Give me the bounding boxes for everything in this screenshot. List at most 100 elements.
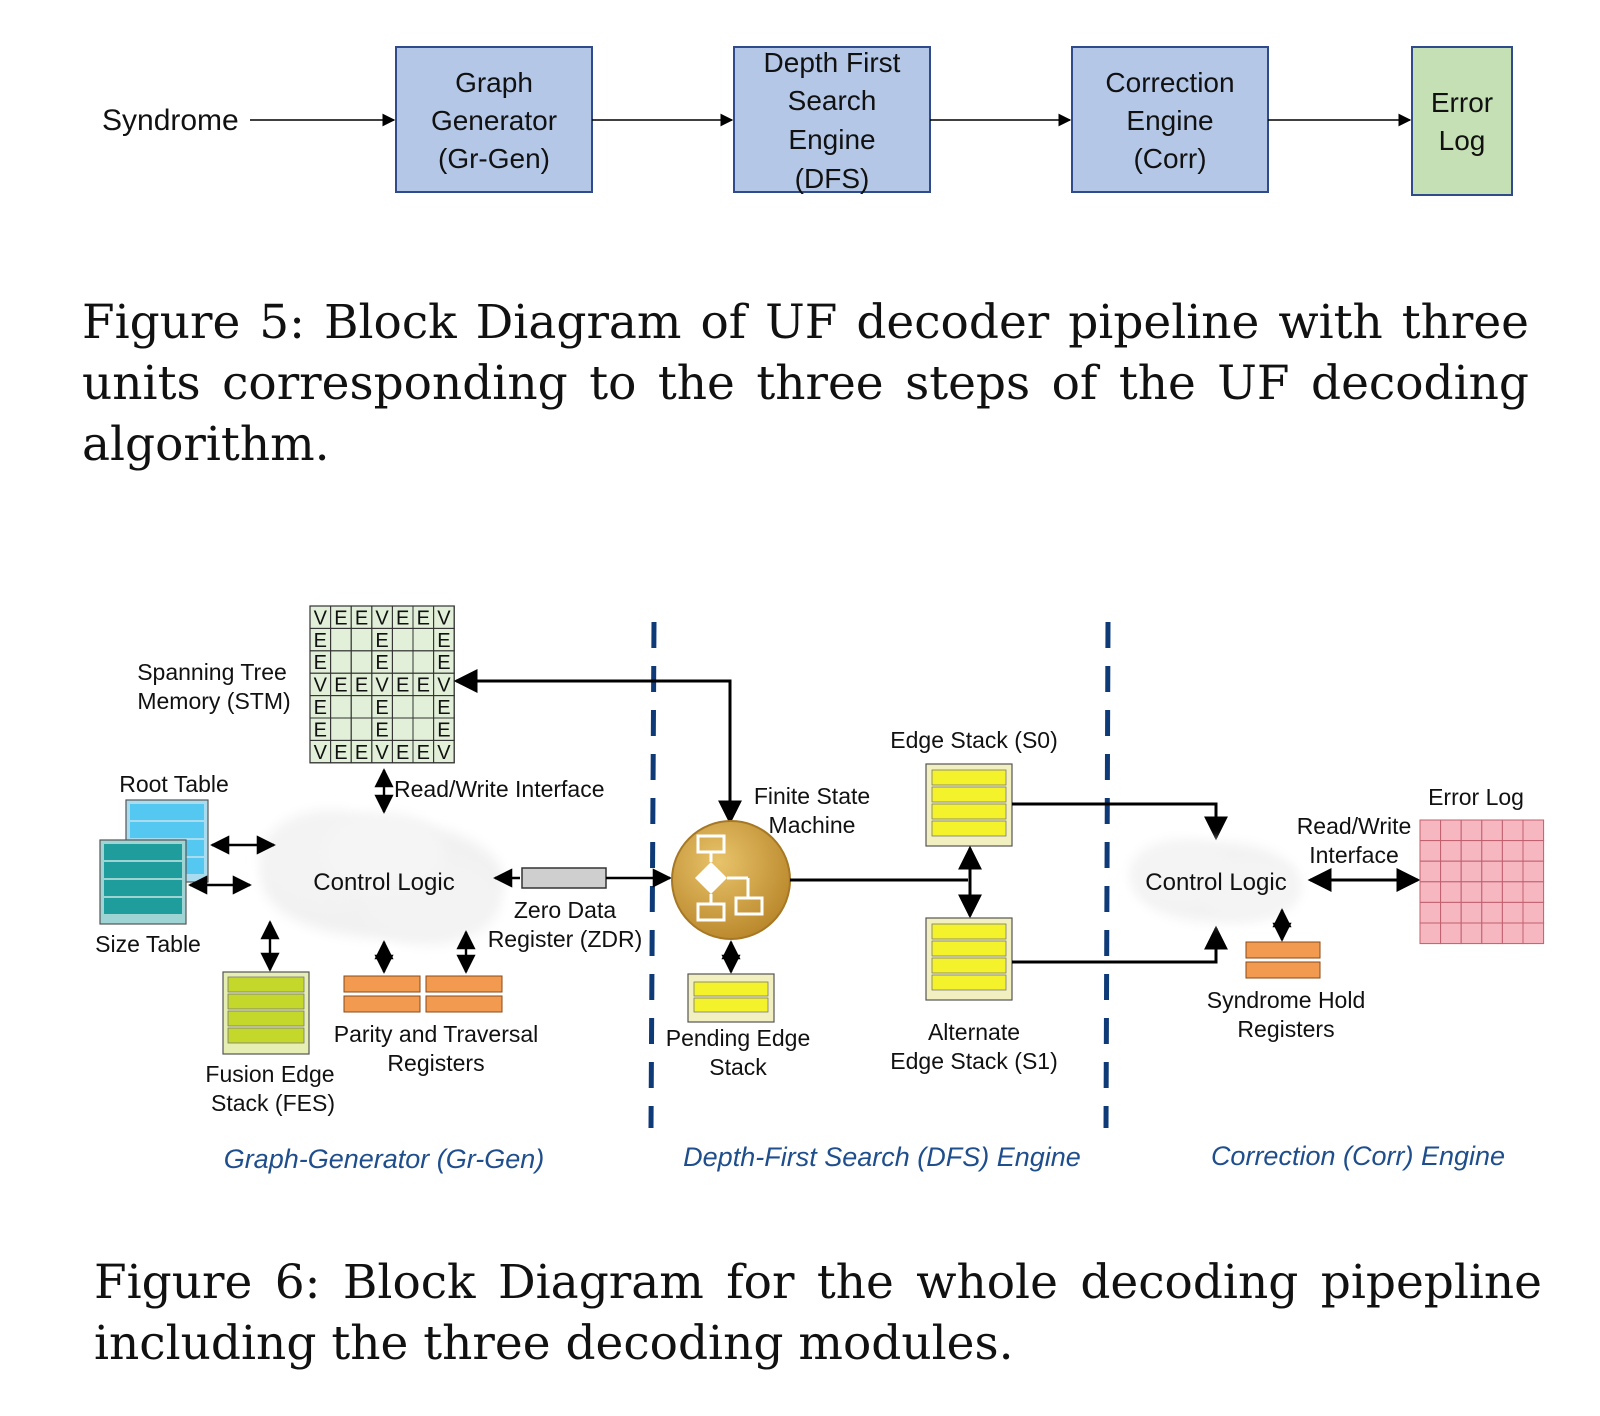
block-graph-generator-line-1: Graph [455, 67, 533, 98]
stm-grid-cell-label: E [375, 697, 388, 719]
block-corr-line-3: (Corr) [1133, 143, 1206, 174]
block-error-log-box [1411, 46, 1513, 196]
fusion-label-line-1: Fusion Edge [205, 1061, 334, 1087]
error-log-cell [1501, 881, 1524, 903]
stm-grid-cell-label: V [375, 742, 389, 764]
stm-grid-cell-label: E [355, 675, 368, 697]
stm-grid-cell-label: V [314, 742, 328, 764]
stm-grid-cell-label: E [417, 607, 430, 629]
error-log-label: Error Log [1428, 784, 1524, 810]
stm-grid-cell-label: E [334, 742, 347, 764]
block-graph-generator-line-3: (Gr-Gen) [438, 143, 550, 174]
stm-grid-cell-label: V [437, 607, 451, 629]
block-dfs-engine: Depth First Search Engine (DFS) [733, 46, 931, 194]
stm-grid-cell-label: E [334, 607, 347, 629]
block-correction-engine-box [1071, 46, 1269, 193]
s1-label-line-1: Alternate [928, 1019, 1020, 1045]
edge-stack-s0 [925, 763, 1013, 847]
divider-dfs-corr [1103, 621, 1111, 1129]
s1-label-line-2: Edge Stack (S1) [890, 1048, 1057, 1074]
block-dfs-line-2: Search [788, 85, 877, 116]
stm-grid-cell-label: E [375, 652, 388, 674]
zdr-label-line-2: Register (ZDR) [488, 926, 643, 952]
size-table-label: Size Table [95, 931, 201, 957]
stm-grid-cell-label: E [417, 742, 430, 764]
stm-label-line-2: Memory (STM) [137, 688, 290, 714]
error-log-cell [1440, 881, 1462, 903]
stm-grid-cell-label: V [437, 742, 451, 764]
parity-label-line-2: Registers [387, 1050, 484, 1076]
zero-data-register [521, 867, 607, 889]
error-log-cell [1481, 881, 1503, 903]
stm-grid-cell-label: V [375, 675, 389, 697]
block-dfs-line-4: (DFS) [795, 163, 870, 194]
stm-grid-cell-label: V [314, 675, 328, 697]
parity-label-line-1: Parity and Traversal [334, 1021, 539, 1047]
syndrome-hold-registers [1245, 941, 1321, 979]
error-log-cell [1440, 860, 1462, 883]
figure5-caption: Figure 5: Block Diagram of UF decoder pi… [82, 295, 1529, 472]
error-log-cell [1460, 901, 1483, 924]
error-log-cell [1419, 881, 1442, 903]
parity-traversal-registers [343, 975, 503, 1013]
error-log-cell [1460, 922, 1483, 945]
error-log-cell [1501, 840, 1524, 862]
error-log-cell [1522, 901, 1545, 924]
block-error-log-line-2: Log [1439, 125, 1486, 156]
alternate-edge-stack-s1 [925, 917, 1013, 1001]
block-error-log: Error Log [1411, 46, 1513, 196]
fsm-label-line-2: Machine [769, 812, 856, 838]
error-log-cell [1460, 860, 1483, 883]
stm-grid-cell-label: E [437, 630, 450, 652]
stm-grid-cell-label: E [314, 652, 327, 674]
error-log-cell [1419, 819, 1442, 842]
error-log-cell [1440, 901, 1462, 924]
stm-grid-cell-label: E [355, 607, 368, 629]
error-log-cell [1481, 819, 1503, 842]
error-log-cell [1460, 840, 1483, 862]
error-log-cell [1419, 860, 1442, 883]
error-log-cell [1481, 840, 1503, 862]
error-log-cell [1522, 840, 1545, 862]
error-log-cell [1460, 881, 1483, 903]
stm-grid-cell-label: E [314, 697, 327, 719]
stm-grid-cell-label: E [437, 652, 450, 674]
zdr-label-line-1: Zero Data [514, 897, 616, 923]
stm-grid-background [309, 605, 455, 764]
block-graph-generator: Graph Generator (Gr-Gen) [395, 46, 593, 193]
section-label-gr-gen: Graph-Generator (Gr-Gen) [224, 1144, 545, 1174]
error-log-grid [1419, 819, 1545, 945]
syndrome-label: Syndrome [102, 104, 239, 137]
error-log-cell [1501, 860, 1524, 883]
error-log-cell [1440, 922, 1462, 945]
stm-grid-cell-label: E [396, 607, 409, 629]
block-graph-generator-box [395, 46, 593, 193]
stm-label-line-1: Spanning Tree [137, 659, 287, 685]
error-log-cell [1522, 881, 1545, 903]
stm-grid-cell-label: E [417, 675, 430, 697]
block-corr-line-2: Engine [1126, 105, 1213, 136]
gen-control-logic-label: Control Logic [313, 869, 454, 896]
block-dfs-line-1: Depth First [764, 47, 901, 78]
error-log-cell [1522, 860, 1545, 883]
stm-grid-cell-label: E [334, 675, 347, 697]
block-correction-engine: Correction Engine (Corr) [1071, 46, 1269, 193]
stm-grid-cell-label: E [396, 675, 409, 697]
stm-grid-cell-label: E [437, 719, 450, 741]
syndrome-label-line-2: Registers [1237, 1016, 1334, 1042]
error-log-cell [1481, 922, 1503, 945]
stm-grid-cell-label: E [375, 719, 388, 741]
fusion-label-line-2: Stack (FES) [211, 1090, 335, 1116]
gen-rw-interface-label: Read/Write Interface [394, 776, 605, 802]
stm-grid-cell-label: V [375, 607, 389, 629]
corr-control-logic-label: Control Logic [1145, 869, 1286, 896]
stm-grid-cell-label: V [314, 607, 328, 629]
error-log-cell [1522, 922, 1545, 945]
error-log-cell [1440, 819, 1462, 842]
block-dfs-line-3: Engine [788, 124, 875, 155]
pending-edge-stack [687, 973, 775, 1023]
size-table [99, 839, 187, 925]
pending-label-line-2: Stack [709, 1054, 767, 1080]
